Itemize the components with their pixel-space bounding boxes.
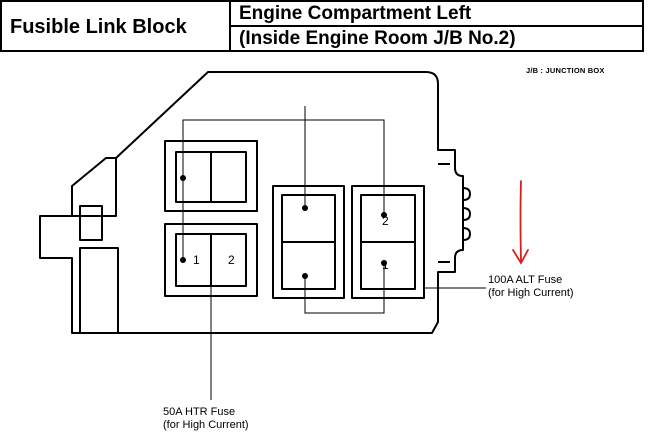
housing-outline — [39, 71, 464, 334]
wire-middle-top — [304, 106, 385, 215]
right-tab — [438, 163, 450, 263]
right-bumps — [462, 187, 471, 241]
alt-fuse-label: 100A ALT Fuse (for High Current) — [488, 274, 574, 300]
red-arrow-icon — [512, 180, 529, 265]
subtitle-line-1: Engine Compartment Left — [239, 3, 472, 24]
fuse-middle-outer — [272, 185, 345, 299]
terminal-htr-1: 1 — [193, 253, 200, 267]
alt-fuse-name: 100A ALT Fuse — [488, 274, 563, 286]
wire-middle-bottom — [304, 263, 385, 314]
terminal-alt-1: 1 — [382, 258, 389, 272]
htr-fuse-detail: (for High Current) — [163, 419, 249, 431]
fuse-upper-left-outer — [164, 140, 258, 212]
htr-fuse-label: 50A HTR Fuse (for High Current) — [163, 406, 249, 432]
left-cavity-lower — [79, 247, 119, 334]
alt-fuse-detail: (for High Current) — [488, 287, 574, 299]
housing-inner-ledge — [72, 158, 117, 217]
subtitle-line-2: (Inside Engine Room J/B No.2) — [239, 28, 516, 49]
junction-box-note: J/B : JUNCTION BOX — [526, 66, 605, 75]
subtitle-cell-bottom: (Inside Engine Room J/B No.2) — [229, 25, 644, 52]
htr-fuse-name: 50A HTR Fuse — [163, 406, 236, 418]
header: Fusible Link Block Engine Compartment Le… — [0, 0, 644, 52]
wire-upper-left — [182, 119, 305, 178]
page-title: Fusible Link Block — [10, 16, 187, 38]
alt-fuse-outer — [351, 185, 425, 299]
terminal-htr-2: 2 — [228, 253, 235, 267]
left-cavity-upper — [79, 205, 103, 241]
terminal-alt-2: 2 — [382, 214, 389, 228]
